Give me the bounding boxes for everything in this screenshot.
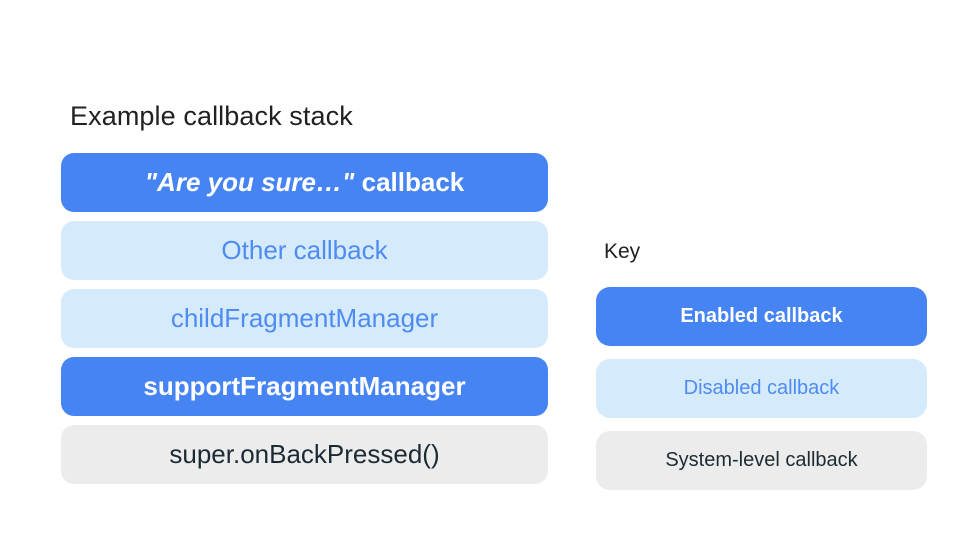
key-item-system-level-callback: System-level callback (596, 431, 927, 490)
callback-bar-other-callback: Other callback (61, 221, 548, 280)
callback-bar-support-fragment-manager: supportFragmentManager (61, 357, 548, 416)
key-item-disabled-callback: Disabled callback (596, 359, 927, 418)
key-item-enabled-callback: Enabled callback (596, 287, 927, 346)
key-title: Key (604, 240, 641, 263)
callback-bar-child-fragment-manager: childFragmentManager (61, 289, 548, 348)
callback-bar-text-italic: "Are you sure…" (144, 167, 355, 197)
diagram-title: Example callback stack (70, 101, 353, 131)
callback-bar-are-you-sure: "Are you sure…" callback (61, 153, 548, 212)
callback-bar-text: callback (361, 167, 465, 197)
callback-stack: "Are you sure…" callback Other callback … (61, 153, 548, 484)
key-legend: Enabled callback Disabled callback Syste… (596, 287, 927, 490)
callback-bar-super-onbackpressed: super.onBackPressed() (61, 425, 548, 484)
